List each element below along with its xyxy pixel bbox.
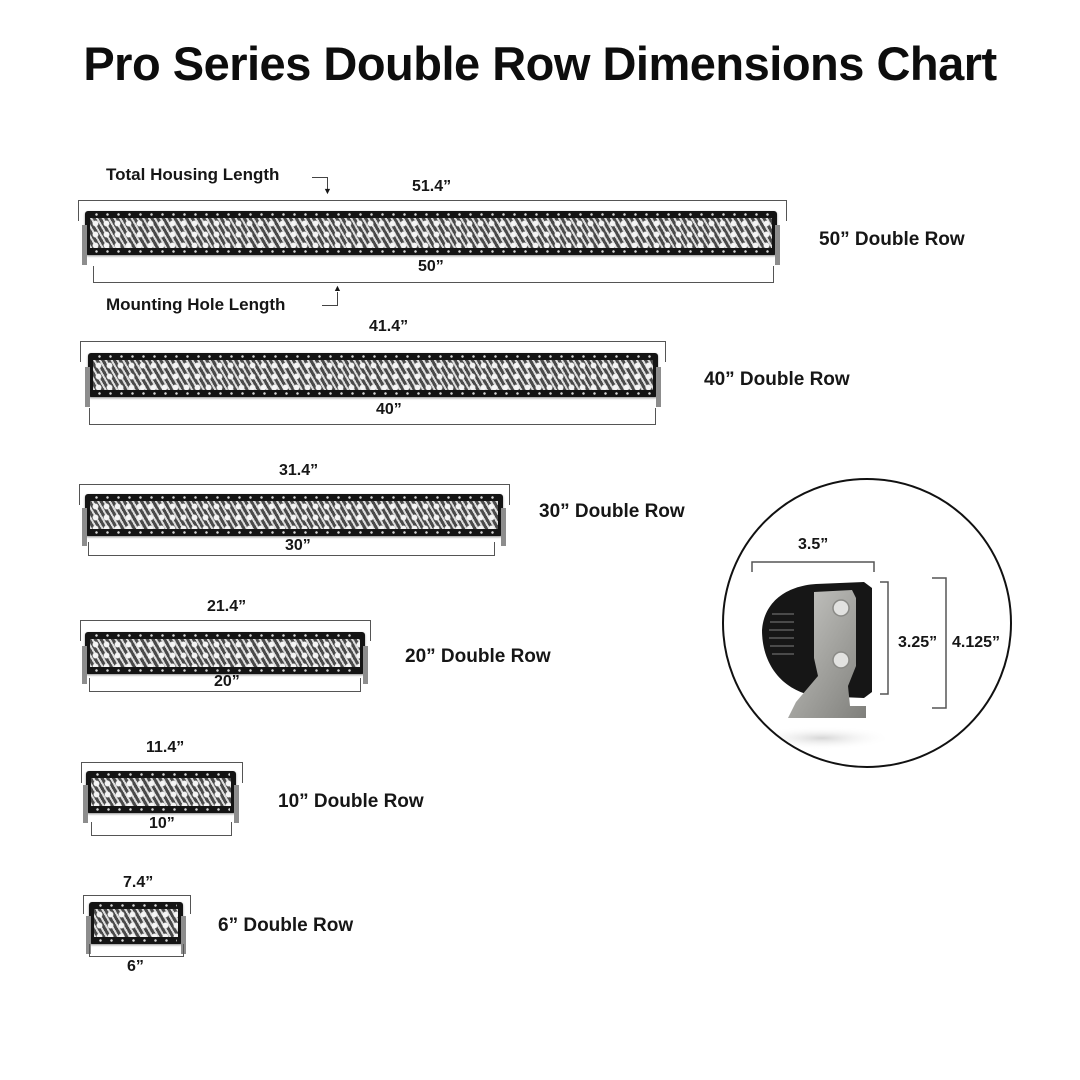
mounting-bracket-line bbox=[89, 678, 361, 692]
bar-lens bbox=[91, 778, 231, 806]
bar-lens bbox=[90, 639, 360, 667]
housing-dimension: 7.4” bbox=[123, 874, 154, 891]
housing-dimension: 21.4” bbox=[207, 598, 247, 615]
mounting-length-label: Mounting Hole Length bbox=[106, 295, 286, 314]
mount-bracket bbox=[82, 508, 87, 546]
bar-screws bbox=[91, 250, 771, 253]
housing-bracket bbox=[81, 762, 243, 783]
bar-name: 20” Double Row bbox=[405, 646, 551, 667]
mounting-bracket-line bbox=[91, 822, 232, 836]
housing-dimension: 41.4” bbox=[369, 318, 409, 335]
housing-pointer-line bbox=[327, 177, 328, 191]
housing-pointer-line bbox=[312, 177, 328, 178]
total-height-dimension: 4.125” bbox=[952, 634, 1001, 651]
mount-bracket bbox=[656, 367, 661, 407]
light-bar-30 bbox=[82, 494, 506, 546]
bar-screws bbox=[91, 669, 359, 672]
bar-screws bbox=[91, 531, 497, 534]
mount-bracket bbox=[234, 785, 239, 823]
housing-bracket bbox=[83, 895, 191, 914]
bar-name: 6” Double Row bbox=[218, 915, 354, 936]
housing-dimension: 11.4” bbox=[146, 739, 185, 756]
mount-bracket bbox=[85, 367, 90, 407]
heatsink-fins bbox=[769, 613, 794, 655]
mount-bracket bbox=[82, 225, 87, 265]
bar-name: 40” Double Row bbox=[704, 369, 850, 390]
housing-length-label: Total Housing Length bbox=[106, 165, 280, 184]
mount-bracket bbox=[86, 916, 91, 954]
mount-bracket bbox=[775, 225, 780, 265]
bar-name: 50” Double Row bbox=[819, 229, 965, 250]
bar-lens bbox=[90, 501, 498, 529]
down-arrow-icon: ▼ bbox=[323, 186, 332, 196]
depth-bracket bbox=[751, 561, 875, 572]
bar-screws bbox=[91, 634, 359, 637]
light-bar-40 bbox=[85, 353, 661, 407]
bar-name: 30” Double Row bbox=[539, 501, 685, 522]
housing-bracket bbox=[78, 200, 787, 221]
bolt-icon bbox=[832, 651, 850, 669]
bar-screws bbox=[94, 392, 652, 395]
mount-bracket bbox=[82, 646, 87, 684]
bar-screws bbox=[95, 939, 177, 942]
mounting-pointer-line bbox=[337, 292, 338, 305]
light-bar-20 bbox=[82, 632, 368, 684]
mount-bracket bbox=[181, 916, 186, 954]
bar-screws bbox=[94, 355, 652, 358]
bar-lens bbox=[94, 909, 178, 937]
bar-screws bbox=[92, 773, 230, 776]
light-bar-6 bbox=[86, 902, 186, 954]
light-bar-10 bbox=[83, 771, 239, 823]
bolt-icon bbox=[832, 599, 850, 617]
bar-lens bbox=[93, 360, 653, 390]
bar-screws bbox=[91, 496, 497, 499]
mounting-bracket-line bbox=[93, 266, 774, 283]
light-bar-50 bbox=[82, 211, 780, 265]
side-profile-drawing bbox=[751, 561, 947, 750]
shadow bbox=[752, 726, 892, 750]
mounting-bracket-line bbox=[89, 408, 656, 425]
mounting-dimension: 40” bbox=[376, 401, 402, 418]
housing-dimension: 31.4” bbox=[279, 462, 319, 479]
side-profile-callout: 3.5” 3.25” 4.125” bbox=[722, 478, 1012, 768]
total-height-bracket bbox=[932, 577, 947, 709]
up-arrow-icon: ▲ bbox=[333, 283, 342, 293]
height-dimension: 3.25” bbox=[898, 634, 938, 651]
depth-dimension: 3.5” bbox=[798, 536, 829, 553]
bar-name: 10” Double Row bbox=[278, 791, 424, 812]
mount-bracket bbox=[363, 646, 368, 684]
mounting-bracket-line bbox=[89, 944, 184, 957]
housing-bracket bbox=[80, 620, 371, 641]
housing-bracket bbox=[80, 341, 666, 362]
bar-screws bbox=[95, 904, 177, 907]
height-bracket bbox=[880, 581, 889, 695]
mounting-dimension: 30” bbox=[285, 537, 311, 554]
bar-screws bbox=[91, 213, 771, 216]
mounting-dimension: 50” bbox=[418, 258, 444, 275]
mount-bracket bbox=[501, 508, 506, 546]
mounting-dimension: 6” bbox=[127, 958, 144, 975]
bar-lens bbox=[90, 218, 772, 248]
mounting-bracket-line bbox=[88, 542, 495, 556]
housing-bracket bbox=[79, 484, 510, 505]
mounting-dimension: 10” bbox=[149, 815, 175, 832]
bar-screws bbox=[92, 808, 230, 811]
mounting-dimension: 20” bbox=[214, 673, 240, 690]
mounting-pointer-line bbox=[322, 305, 338, 306]
housing-dimension: 51.4” bbox=[412, 178, 452, 195]
page-title: Pro Series Double Row Dimensions Chart bbox=[83, 37, 997, 90]
mounting-plate bbox=[788, 590, 866, 718]
mount-bracket bbox=[83, 785, 88, 823]
